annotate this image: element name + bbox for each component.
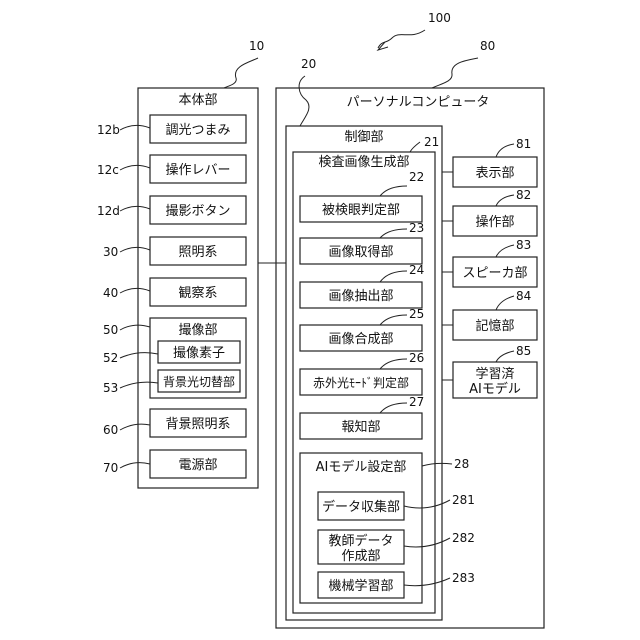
gen-label-27: 報知部 — [341, 419, 380, 435]
leader-generator — [410, 142, 420, 152]
ref-82: 82 — [516, 188, 531, 202]
gen-label-24: 画像抽出部 — [328, 289, 393, 304]
leader-27 — [380, 403, 407, 413]
ref-283: 283 — [452, 571, 475, 585]
gen-label-22: 被検眼判定部 — [322, 203, 400, 218]
ref-60: 60 — [103, 423, 118, 437]
ai-label-281: データ収集部 — [322, 499, 400, 515]
ref-24: 24 — [409, 263, 424, 277]
leader-85 — [496, 351, 514, 362]
leader-pc — [432, 58, 478, 88]
item-label-30: 照明系 — [178, 245, 217, 260]
ai-label-282-line1: 教師データ — [328, 533, 393, 549]
leader-25 — [380, 315, 407, 325]
leader-60 — [120, 424, 150, 430]
ref-system: 100 — [428, 11, 451, 25]
ref-50: 50 — [103, 323, 118, 337]
periph-label-83: スピーカ部 — [462, 266, 527, 281]
periph-label-85-line2: AIモデル — [469, 381, 521, 397]
leader-30 — [120, 247, 150, 252]
periph-label-85-line1: 学習済 — [475, 366, 514, 382]
item-label-52: 撮像素子 — [173, 345, 225, 361]
leader-23 — [380, 229, 407, 238]
main-unit-title: 本体部 — [178, 93, 217, 108]
ref-53: 53 — [103, 381, 118, 395]
ref-pc: 80 — [480, 39, 495, 53]
leader-281 — [404, 500, 450, 508]
ai-setting-title: AIモデル設定部 — [316, 459, 407, 475]
leader-82 — [496, 195, 514, 206]
ref-generator: 21 — [424, 135, 439, 149]
leader-system — [378, 30, 425, 48]
ref-23: 23 — [409, 221, 424, 235]
ref-25: 25 — [409, 307, 424, 321]
periph-label-82: 操作部 — [475, 214, 514, 230]
pc-title: パーソナルコンピュータ — [347, 95, 490, 110]
ref-281: 281 — [452, 493, 475, 507]
ref-12c: 12c — [97, 163, 119, 177]
gen-label-26: 赤外光ﾓｰﾄﾞ判定部 — [313, 375, 409, 390]
leader-control — [299, 76, 309, 126]
leader-40 — [120, 288, 150, 293]
generator-title: 検査画像生成部 — [318, 155, 409, 170]
gen-label-23: 画像取得部 — [328, 244, 393, 260]
item-label-12b: 調光つまみ — [165, 123, 230, 138]
ai-label-282-line2: 作成部 — [341, 549, 380, 564]
ref-28: 28 — [454, 457, 469, 471]
ref-84: 84 — [516, 289, 531, 303]
ref-12b: 12b — [97, 123, 120, 137]
item-label-70: 電源部 — [178, 458, 217, 473]
ref-26: 26 — [409, 351, 424, 365]
ref-52: 52 — [103, 351, 118, 365]
leader-12b — [120, 125, 150, 130]
ref-control: 20 — [301, 57, 316, 71]
ref-83: 83 — [516, 238, 531, 252]
leader-26 — [380, 359, 407, 369]
ref-27: 27 — [409, 395, 424, 409]
ref-85: 85 — [516, 344, 531, 358]
leader-83 — [496, 245, 514, 257]
ref-70: 70 — [103, 461, 118, 475]
imaging-title: 撮像部 — [178, 322, 217, 338]
item-label-40: 観察系 — [178, 286, 217, 301]
ref-30: 30 — [103, 245, 118, 259]
leader-50 — [120, 325, 150, 330]
ref-12d: 12d — [97, 204, 120, 218]
item-label-12c: 操作レバー — [165, 162, 230, 178]
leader-22 — [380, 186, 407, 196]
leader-28 — [422, 463, 452, 466]
leader-282 — [404, 538, 450, 547]
periph-label-84: 記憶部 — [475, 318, 514, 334]
leader-81 — [496, 144, 514, 157]
leader-main-unit — [224, 58, 258, 88]
ref-40: 40 — [103, 286, 118, 300]
leader-70 — [120, 463, 150, 468]
gen-label-25: 画像合成部 — [328, 332, 393, 347]
ref-81: 81 — [516, 137, 531, 151]
leader-283 — [404, 578, 450, 586]
item-label-53: 背景光切替部 — [163, 374, 235, 389]
item-label-12d: 撮影ボタン — [165, 203, 230, 219]
leader-12c — [120, 165, 150, 170]
leader-24 — [380, 271, 407, 282]
item-label-60: 背景照明系 — [165, 417, 230, 432]
ref-22: 22 — [409, 170, 424, 184]
ref-282: 282 — [452, 531, 475, 545]
leader-12d — [120, 206, 150, 211]
ref-main-unit: 10 — [249, 39, 264, 53]
periph-label-81: 表示部 — [475, 166, 514, 181]
leader-84 — [496, 296, 514, 310]
ai-label-283: 機械学習部 — [328, 578, 393, 594]
control-title: 制御部 — [344, 130, 383, 145]
